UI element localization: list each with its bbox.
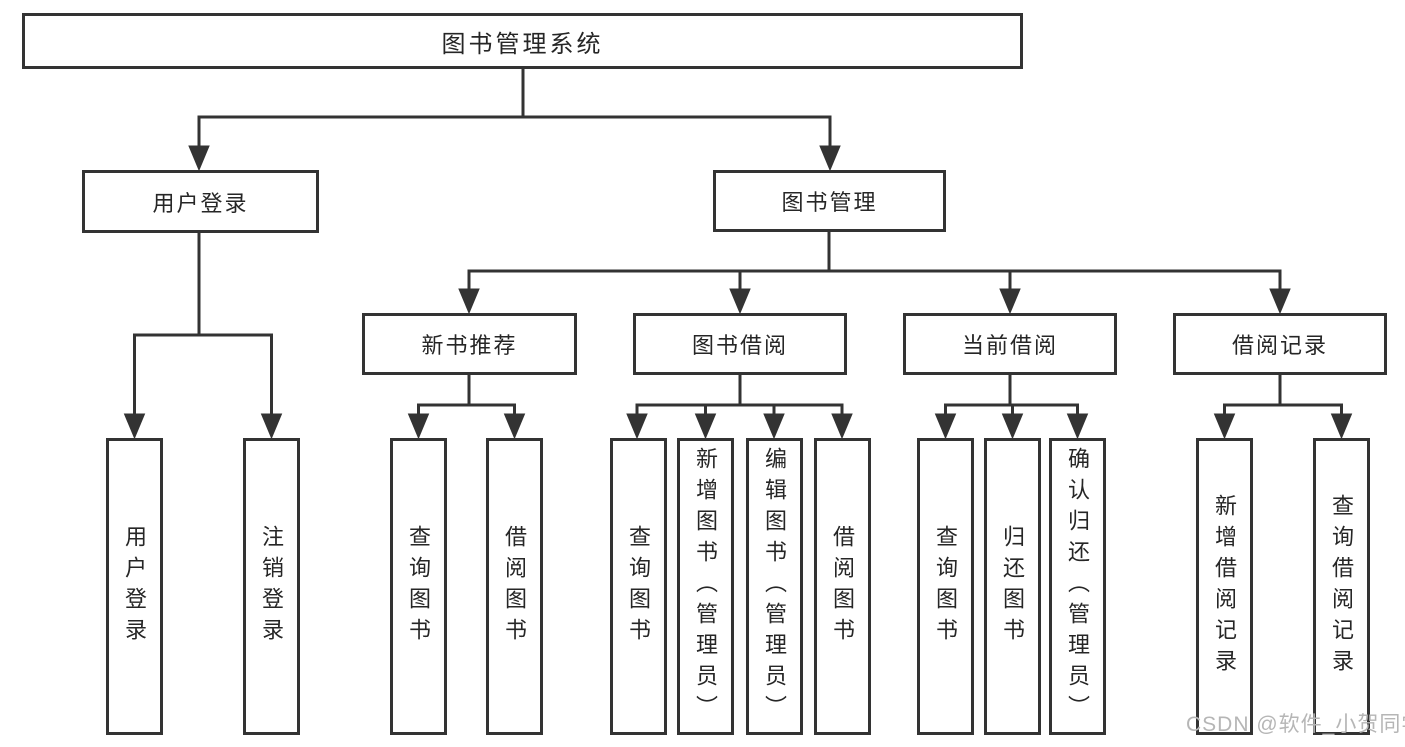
node-label: 图书管理 bbox=[781, 190, 878, 215]
leaf-query-books-recommend: 查询图书 bbox=[390, 438, 447, 735]
node-label: 图书借阅 bbox=[691, 333, 788, 358]
leaf-add-borrow-record: 新增借阅记录 bbox=[1196, 438, 1253, 735]
leaf-return-books: 归还图书 bbox=[984, 438, 1041, 735]
node-label: 归还图书 bbox=[1000, 524, 1025, 649]
leaf-user-login: 用户登录 bbox=[106, 438, 163, 735]
node-label: 借阅记录 bbox=[1231, 333, 1328, 358]
node-label: 查询图书 bbox=[406, 524, 431, 649]
node-label: 用户登录 bbox=[122, 524, 147, 649]
node-label: 借阅图书 bbox=[830, 524, 855, 649]
node-label: 借阅图书 bbox=[502, 524, 527, 649]
node-label: 新增图书（管理员） bbox=[693, 447, 718, 726]
edge-current-borrow-children bbox=[934, 372, 1089, 440]
node-label: 新增借阅记录 bbox=[1212, 493, 1237, 680]
node-label: 查询借阅记录 bbox=[1329, 493, 1354, 680]
leaf-query-books-borrow: 查询图书 bbox=[610, 438, 667, 735]
node-borrow-records: 借阅记录 bbox=[1173, 313, 1387, 375]
node-label: 编辑图书（管理员） bbox=[762, 447, 787, 726]
edge-borrow-records-children bbox=[1213, 372, 1353, 440]
node-root-library-system: 图书管理系统 bbox=[22, 13, 1023, 69]
leaf-confirm-return-admin: 确认归还（管理员） bbox=[1049, 438, 1106, 735]
leaf-logout-login: 注销登录 bbox=[243, 438, 300, 735]
leaf-borrow-books-recommend: 借阅图书 bbox=[486, 438, 543, 735]
node-book-management: 图书管理 bbox=[713, 170, 946, 232]
node-label: 新书推荐 bbox=[421, 333, 518, 358]
csdn-watermark: CSDN @软件_小贺同学 bbox=[1186, 713, 1405, 736]
edge-root-to-level2 bbox=[188, 66, 841, 172]
edge-book-mgmt-to-level3 bbox=[458, 229, 1291, 315]
node-user-login: 用户登录 bbox=[82, 170, 319, 233]
node-label: 用户登录 bbox=[152, 190, 249, 216]
edge-new-book-children bbox=[407, 372, 526, 440]
leaf-query-books-current: 查询图书 bbox=[917, 438, 974, 735]
node-label: 注销登录 bbox=[259, 524, 284, 649]
leaf-borrow-books: 借阅图书 bbox=[814, 438, 871, 735]
node-label: 确认归还（管理员） bbox=[1065, 447, 1090, 726]
leaf-query-borrow-record: 查询借阅记录 bbox=[1313, 438, 1370, 735]
edge-user-login-children bbox=[123, 229, 283, 440]
edge-book-borrow-children bbox=[626, 372, 853, 440]
node-new-book-recommend: 新书推荐 bbox=[362, 313, 577, 375]
leaf-edit-books-admin: 编辑图书（管理员） bbox=[746, 438, 803, 735]
leaf-add-books-admin: 新增图书（管理员） bbox=[677, 438, 734, 735]
node-book-borrow: 图书借阅 bbox=[633, 313, 847, 375]
node-label: 当前借阅 bbox=[961, 333, 1058, 358]
node-label: 图书管理系统 bbox=[441, 30, 604, 58]
node-current-borrow: 当前借阅 bbox=[903, 313, 1117, 375]
node-label: 查询图书 bbox=[933, 524, 958, 649]
node-label: 查询图书 bbox=[626, 524, 651, 649]
